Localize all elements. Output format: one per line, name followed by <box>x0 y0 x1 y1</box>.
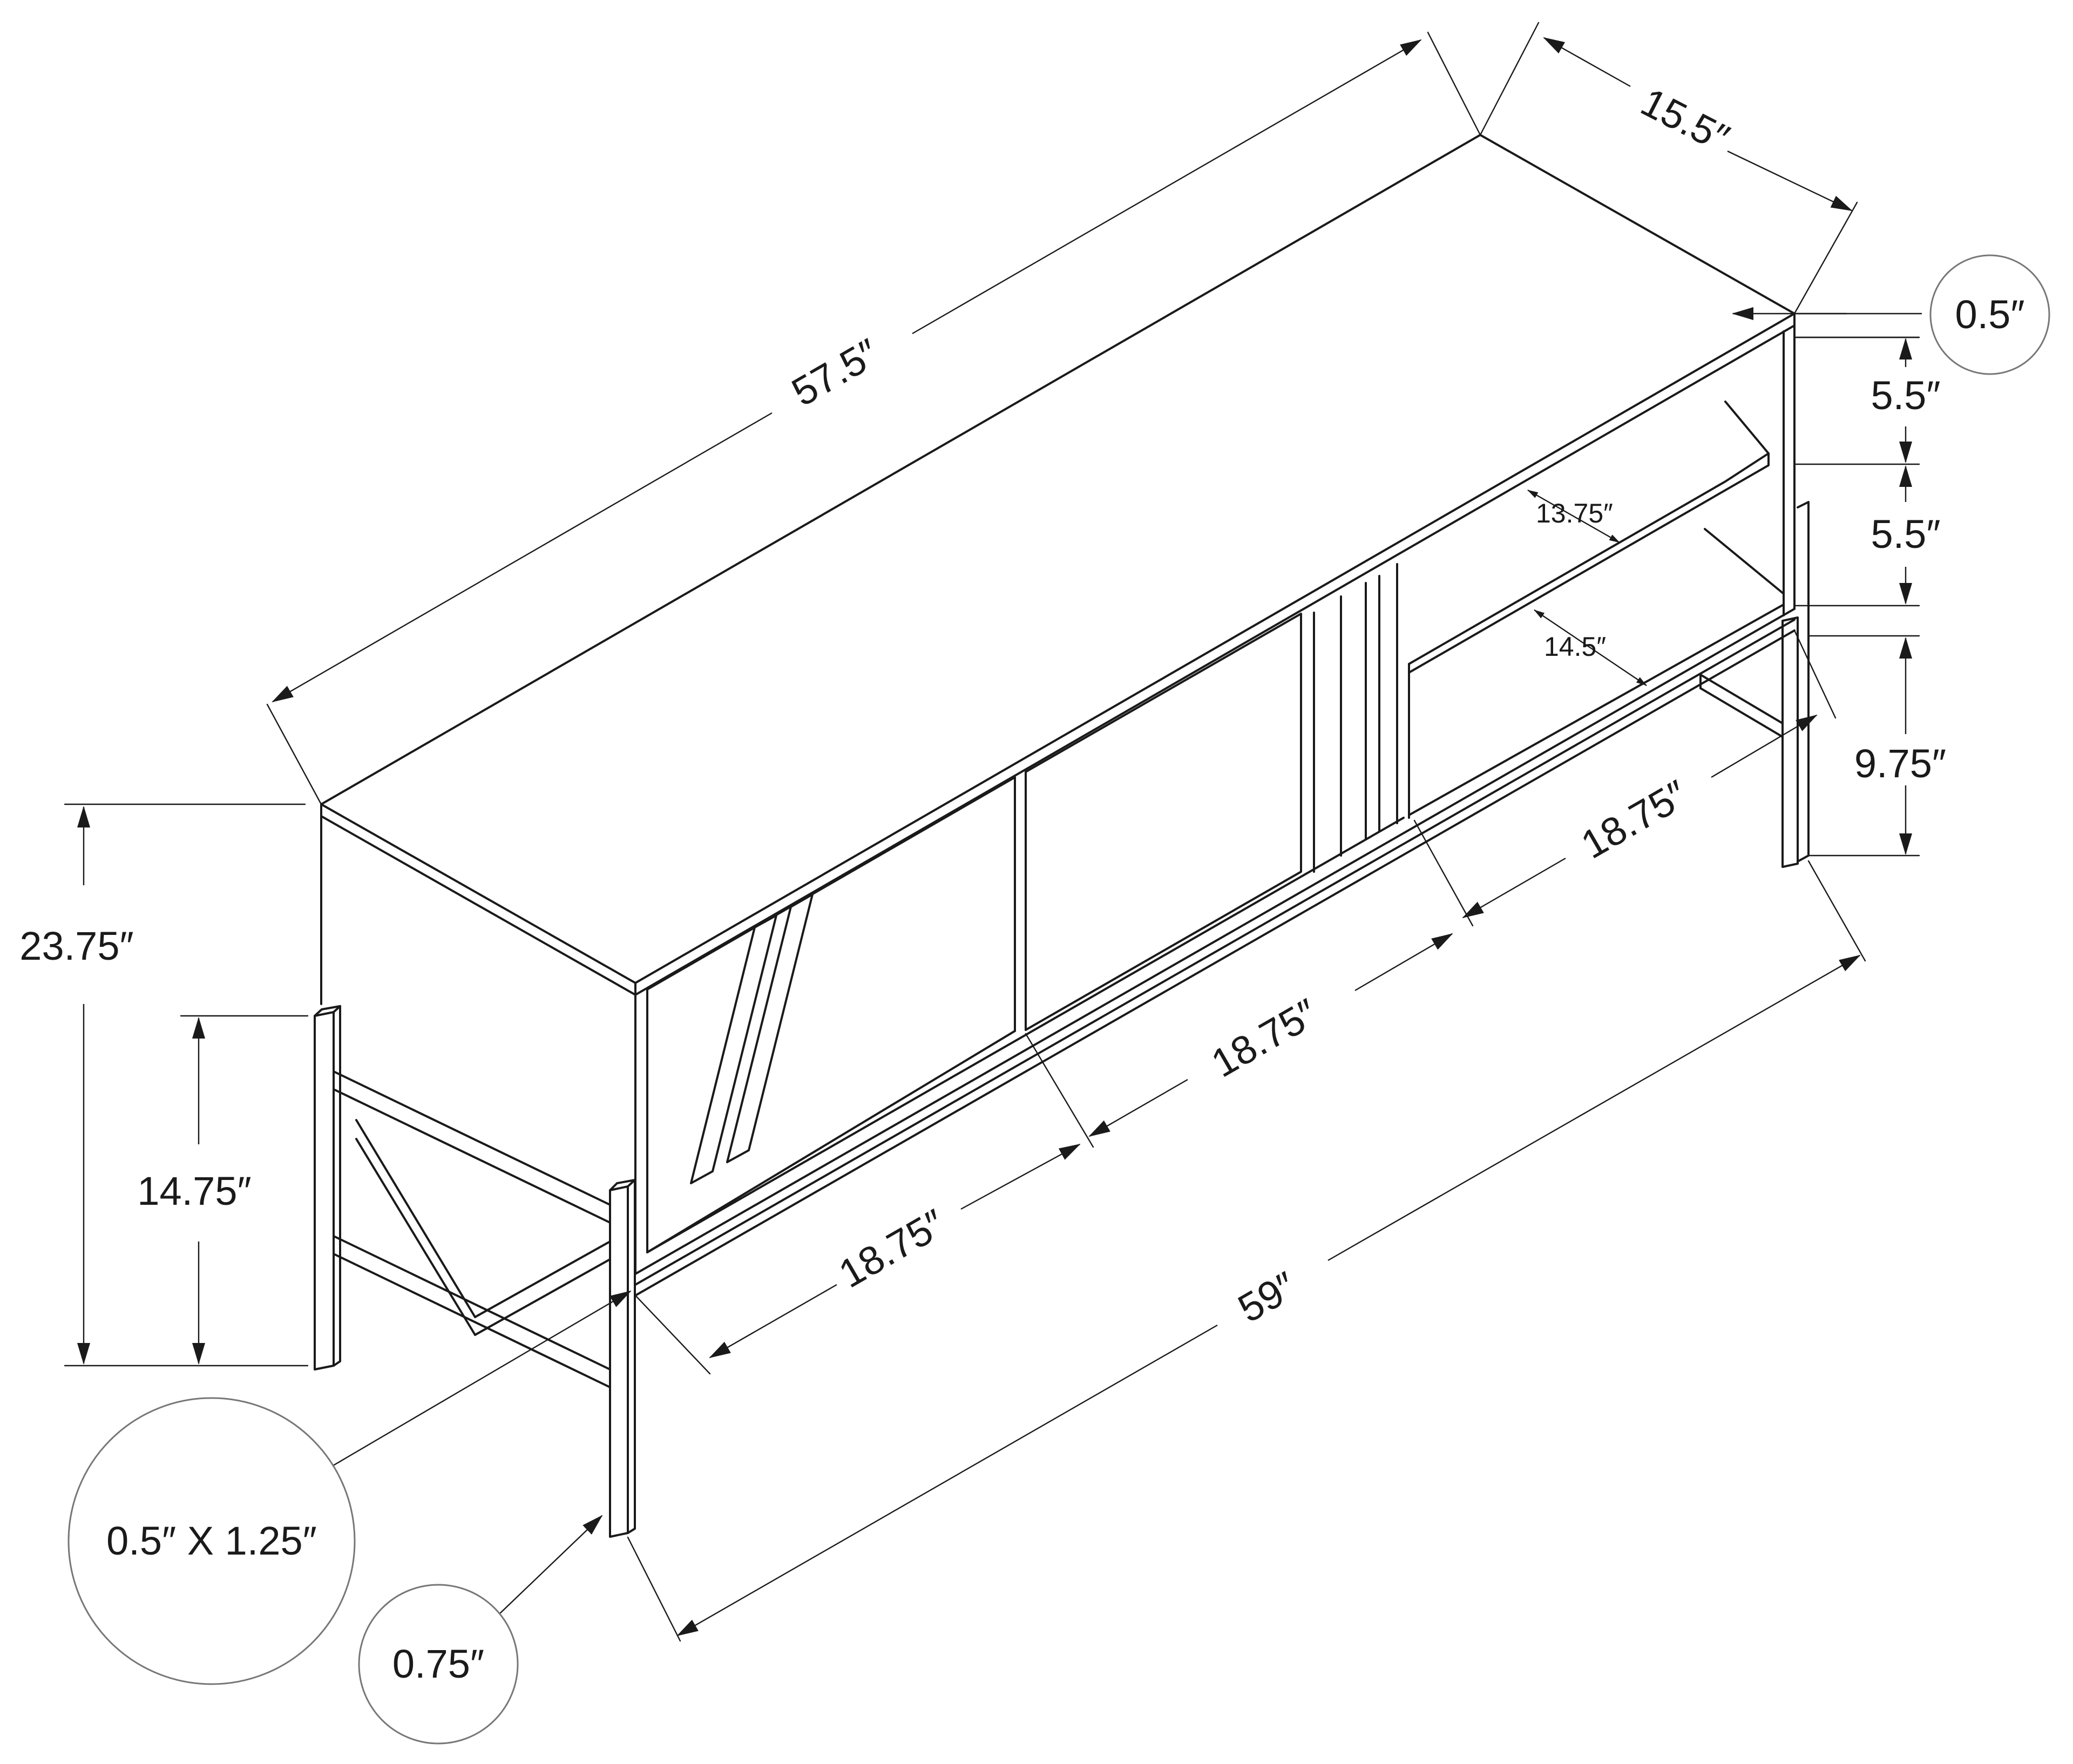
shelf-upper-back <box>1724 401 1770 454</box>
cabinet <box>320 134 1920 1297</box>
label-shelf-depth-upper: 13.75″ <box>1536 498 1613 528</box>
frame-front-rail <box>634 619 1796 1286</box>
label-leg-height: 14.75″ <box>137 1169 251 1213</box>
label-total-height: 23.75″ <box>19 924 133 968</box>
callout-circle-leg-thickness <box>358 1584 519 1745</box>
shelf-lower <box>1408 603 1785 816</box>
leg-front-left <box>609 1185 629 1538</box>
dim-line-top-length <box>272 412 773 703</box>
label-door-width-left: 18.75″ <box>831 1200 953 1297</box>
label-shelf-depth-lower: 14.5″ <box>1544 632 1606 662</box>
cabinet-bottom <box>634 608 1796 1275</box>
label-shelf-gap-upper: 5.5″ <box>1871 373 1940 418</box>
callout-circle-top-thickness <box>1929 254 2050 375</box>
dim-line-leg-profile <box>330 1290 632 1468</box>
label-open-width-right: 18.75″ <box>1574 771 1695 867</box>
label-top-depth: 15.5″ <box>1634 79 1736 161</box>
callout-circle-leg-profile <box>67 1397 356 1685</box>
label-leg-clearance: 9.75″ <box>1854 741 1946 786</box>
label-top-length: 57.5″ <box>784 330 886 415</box>
label-top-thickness: 0.5″ <box>1955 292 2024 337</box>
label-shelf-gap-lower: 5.5″ <box>1871 512 1940 557</box>
leg-rear-left <box>314 1011 335 1371</box>
label-leg-thickness: 0.75″ <box>392 1641 484 1686</box>
dim-line-leg-thickness <box>499 1515 603 1614</box>
label-door-width-middle: 18.75″ <box>1204 990 1325 1086</box>
door-middle <box>1025 613 1302 1031</box>
dim-line-top-depth <box>1543 37 1631 87</box>
leg-front-right <box>1781 616 1799 868</box>
door-left-stripe-1 <box>690 914 777 1184</box>
label-leg-profile: 0.5″ X 1.25″ <box>106 1518 317 1563</box>
dimension-lines <box>64 22 1922 1642</box>
dim-line-shelf-depth-upper <box>1527 489 1620 544</box>
label-frame-length: 59″ <box>1231 1263 1304 1331</box>
dim-line-shelf-depth-lower <box>1534 609 1647 686</box>
dim-line-frame-length <box>676 1324 1218 1637</box>
door-left <box>646 776 1016 1253</box>
cabinet-top <box>320 134 1796 984</box>
door-left-stripe-2 <box>726 893 814 1163</box>
dim-line-door-width-middle <box>1088 1078 1188 1137</box>
cabinet-top-front-edge <box>320 324 1796 996</box>
dim-line-door-width-left <box>709 1284 837 1359</box>
dim-line-open-width-right <box>1462 857 1566 919</box>
metal-frame <box>314 501 1810 1538</box>
